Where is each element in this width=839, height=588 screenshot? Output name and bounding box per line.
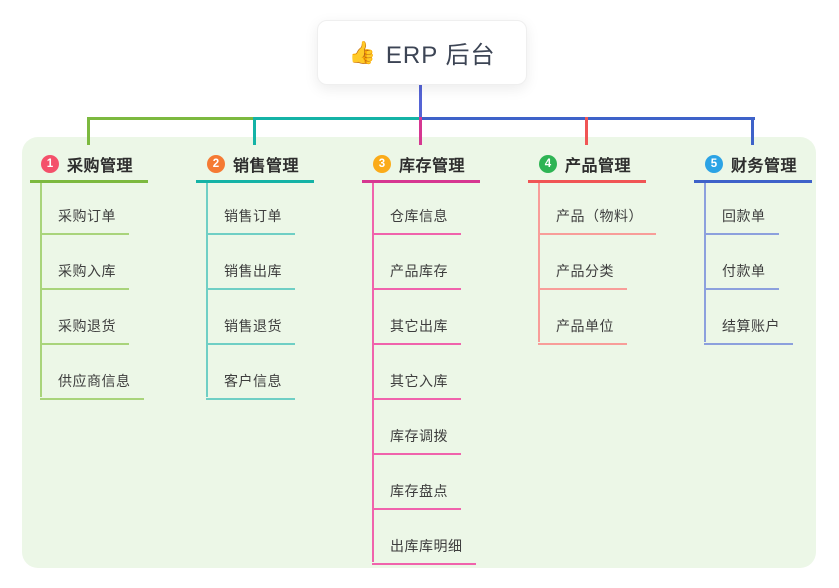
child-node[interactable]: 回款单 — [704, 206, 779, 235]
child-label: 库存调拨 — [390, 428, 448, 444]
child-node[interactable]: 库存调拨 — [372, 426, 461, 455]
child-label: 产品库存 — [390, 263, 448, 279]
branch-number-badge: 2 — [207, 155, 225, 173]
child-label: 销售出库 — [224, 263, 282, 279]
bus-segment-mid — [255, 117, 421, 120]
bus-segment-left — [89, 117, 255, 120]
child-node[interactable]: 付款单 — [704, 261, 779, 290]
branch-label: 库存管理 — [399, 158, 466, 175]
child-label: 采购订单 — [58, 208, 116, 224]
root-node[interactable]: 👍 ERP 后台 — [317, 20, 527, 85]
child-label: 付款单 — [722, 263, 766, 279]
child-node[interactable]: 销售退货 — [206, 316, 295, 345]
child-label: 采购退货 — [58, 318, 116, 334]
branch-node[interactable]: 4 产品管理 — [528, 150, 646, 183]
child-node[interactable]: 供应商信息 — [40, 371, 144, 400]
child-label: 采购入库 — [58, 263, 116, 279]
branch-drop — [419, 117, 422, 145]
child-node[interactable]: 仓库信息 — [372, 206, 461, 235]
bus-segment-right — [421, 117, 755, 120]
branch-node[interactable]: 5 财务管理 — [694, 150, 812, 183]
thumbs-up-icon: 👍 — [348, 39, 376, 65]
child-node[interactable]: 采购入库 — [40, 261, 129, 290]
child-node[interactable]: 采购退货 — [40, 316, 129, 345]
branch-node[interactable]: 2 销售管理 — [196, 150, 314, 183]
branch-children-connector — [372, 180, 374, 562]
branch-label: 销售管理 — [233, 158, 300, 175]
child-label: 回款单 — [722, 208, 766, 224]
child-node[interactable]: 其它出库 — [372, 316, 461, 345]
child-label: 客户信息 — [224, 373, 282, 389]
child-node[interactable]: 采购订单 — [40, 206, 129, 235]
child-node[interactable]: 销售订单 — [206, 206, 295, 235]
child-label: 销售订单 — [224, 208, 282, 224]
root-connector — [419, 83, 422, 117]
branch-label: 采购管理 — [67, 158, 134, 175]
child-label: 仓库信息 — [390, 208, 448, 224]
branch-drop — [253, 117, 256, 145]
child-node[interactable]: 产品（物料） — [538, 206, 656, 235]
branch-children-connector — [704, 180, 706, 342]
child-label: 销售退货 — [224, 318, 282, 334]
branch-number-badge: 5 — [705, 155, 723, 173]
branch-label: 财务管理 — [731, 158, 798, 175]
child-node[interactable]: 结算账户 — [704, 316, 793, 345]
child-label: 其它入库 — [390, 373, 448, 389]
child-node[interactable]: 出库库明细 — [372, 536, 476, 565]
branch-drop — [87, 117, 90, 145]
root-label: ERP 后台 — [385, 42, 496, 69]
child-label: 其它出库 — [390, 318, 448, 334]
branch-node[interactable]: 1 采购管理 — [30, 150, 148, 183]
child-label: 出库库明细 — [390, 538, 463, 554]
child-label: 供应商信息 — [58, 373, 131, 389]
child-label: 产品分类 — [556, 263, 614, 279]
child-node[interactable]: 产品分类 — [538, 261, 627, 290]
branch-children-connector — [538, 180, 540, 342]
child-node[interactable]: 其它入库 — [372, 371, 461, 400]
panel-background — [22, 137, 816, 568]
branch-number-badge: 4 — [539, 155, 557, 173]
child-node[interactable]: 库存盘点 — [372, 481, 461, 510]
branch-drop — [585, 117, 588, 145]
branch-drop — [751, 117, 754, 145]
child-label: 库存盘点 — [390, 483, 448, 499]
child-label: 产品单位 — [556, 318, 614, 334]
child-node[interactable]: 产品库存 — [372, 261, 461, 290]
branch-number-badge: 3 — [373, 155, 391, 173]
child-node[interactable]: 产品单位 — [538, 316, 627, 345]
branch-node[interactable]: 3 库存管理 — [362, 150, 480, 183]
child-node[interactable]: 销售出库 — [206, 261, 295, 290]
branch-number-badge: 1 — [41, 155, 59, 173]
child-label: 结算账户 — [722, 318, 780, 334]
child-label: 产品（物料） — [556, 208, 643, 224]
child-node[interactable]: 客户信息 — [206, 371, 295, 400]
branch-label: 产品管理 — [565, 158, 632, 175]
